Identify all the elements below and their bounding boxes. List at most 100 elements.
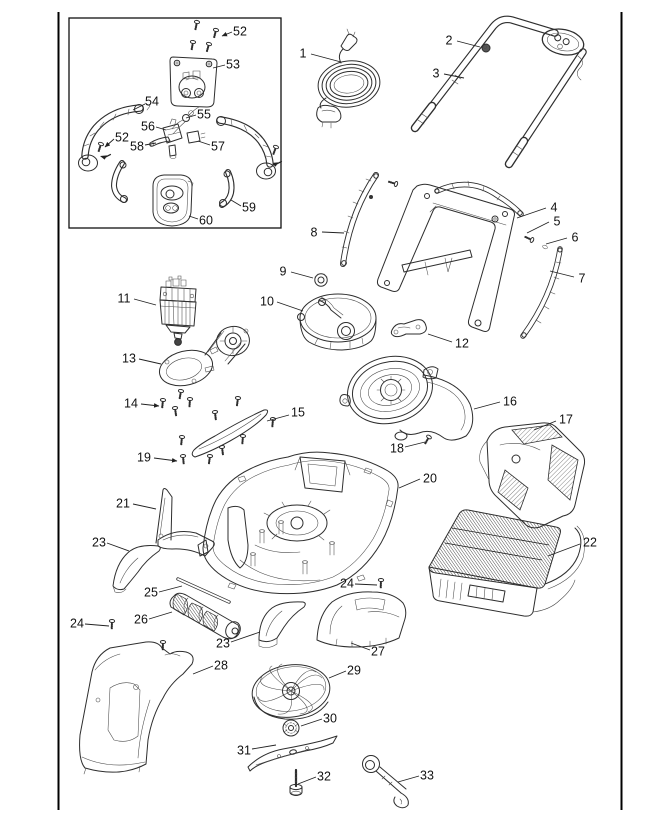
part-15-drive-belt — [191, 409, 269, 458]
part-label-56: 56 — [141, 119, 155, 133]
part-label-8: 8 — [311, 225, 318, 239]
leader-line-21 — [132, 503, 157, 510]
leader-line-59 — [230, 199, 242, 207]
part-27-rear-flap — [316, 591, 407, 648]
leader-line-52 — [221, 31, 233, 37]
part-20-deck-housing — [197, 451, 399, 595]
part-30-blade-washer — [282, 719, 300, 737]
part-label-33: 33 — [420, 768, 434, 782]
leader-line-19 — [153, 457, 178, 463]
part-11-motor — [159, 275, 197, 346]
part-label-26: 26 — [134, 612, 148, 626]
part-label-16: 16 — [503, 394, 517, 408]
part-13-motor-mount-plate — [158, 325, 250, 387]
part-26-rear-roller — [169, 592, 241, 640]
leader-line-6 — [545, 237, 568, 245]
leader-line-52 — [104, 138, 115, 148]
leader-line-17 — [533, 420, 557, 431]
part-33-spanner — [362, 755, 409, 809]
inset-detail-box — [68, 17, 283, 229]
part-31-blade — [247, 735, 338, 772]
leader-line-16 — [473, 401, 501, 410]
leader-line-54 — [132, 103, 146, 111]
part-8-left-trim-strip — [340, 172, 379, 267]
handle-clip-right — [219, 169, 235, 208]
part-label-5: 5 — [554, 214, 561, 228]
part-label-12: 12 — [455, 336, 469, 350]
part-label-1: 1 — [300, 46, 307, 60]
leader-line-30 — [300, 718, 323, 727]
leader-line-32 — [297, 776, 317, 785]
leader-line-23 — [106, 542, 130, 552]
part-label-25: 25 — [144, 585, 158, 599]
part-label-30: 30 — [323, 711, 337, 725]
part-label-7: 7 — [579, 271, 586, 285]
leader-line-27 — [350, 642, 371, 651]
part-label-3: 3 — [433, 66, 440, 80]
part-label-18: 18 — [390, 441, 404, 455]
leader-line-53 — [212, 64, 226, 69]
leader-line-1 — [310, 53, 342, 63]
part-label-55: 55 — [197, 107, 211, 121]
part-label-2: 2 — [446, 33, 453, 47]
part-label-28: 28 — [214, 658, 228, 672]
part-label-15: 15 — [291, 405, 305, 419]
part-label-11: 11 — [118, 291, 131, 305]
part-4-top-trim-strip — [434, 180, 524, 217]
part-label-24: 24 — [340, 576, 354, 590]
leader-line-9 — [290, 271, 314, 279]
leader-line-2 — [456, 40, 481, 48]
part-9-knob-nut — [314, 273, 328, 287]
part-label-54: 54 — [145, 94, 159, 108]
part-60-switch-cover — [152, 174, 194, 227]
part-label-27: 27 — [371, 644, 385, 658]
part-59-right-grip-arm — [216, 116, 276, 180]
part-21-height-bracket — [155, 488, 215, 557]
leader-line-28 — [192, 665, 214, 675]
handle-clip-left — [110, 160, 128, 203]
part-3-upper-handle — [410, 15, 587, 169]
part-label-58: 58 — [130, 139, 144, 153]
leader-line-24 — [84, 623, 110, 627]
leader-line-31 — [251, 744, 277, 750]
part-23-right-rail — [258, 601, 306, 648]
part-23-left-rail — [112, 545, 161, 593]
handle-switch-housing — [541, 28, 585, 56]
part-label-24: 24 — [70, 616, 84, 630]
part-28-front-cover — [79, 641, 194, 775]
leader-line-55 — [185, 114, 197, 119]
part-label-32: 32 — [317, 769, 331, 783]
part-label-13: 13 — [122, 351, 136, 365]
part-label-53: 53 — [226, 57, 240, 71]
part-56-switch-body — [162, 118, 183, 144]
leader-line-33 — [397, 775, 420, 783]
leader-line-22 — [547, 543, 581, 557]
leader-line-58 — [144, 142, 157, 146]
part-12-cable-clamp — [390, 319, 427, 338]
leader-line-57 — [197, 140, 211, 146]
part-label-6: 6 — [572, 230, 579, 244]
part-label-22: 22 — [583, 535, 597, 549]
leader-line-4 — [516, 207, 547, 219]
part-25-roller-axle — [176, 577, 231, 604]
part-6-screw — [522, 233, 548, 250]
part-labels-layer: 1234567891011121314151617181920212223232… — [70, 24, 597, 785]
leader-line-24 — [354, 583, 378, 586]
part-53-switch-plate — [169, 56, 218, 108]
leader-line-23 — [230, 631, 261, 643]
leader-line-18 — [404, 441, 426, 448]
part-label-20: 20 — [423, 471, 437, 485]
leader-line-29 — [328, 670, 347, 679]
leader-line-20 — [398, 478, 421, 489]
part-5-lower-handle-frame — [376, 178, 515, 332]
part-label-19: 19 — [137, 450, 151, 464]
part-label-23: 23 — [92, 535, 106, 549]
part-label-9: 9 — [280, 264, 287, 278]
part-label-17: 17 — [559, 412, 573, 426]
part-label-4: 4 — [551, 200, 558, 214]
leader-line-7 — [549, 270, 575, 278]
part-label-21: 21 — [116, 496, 130, 510]
